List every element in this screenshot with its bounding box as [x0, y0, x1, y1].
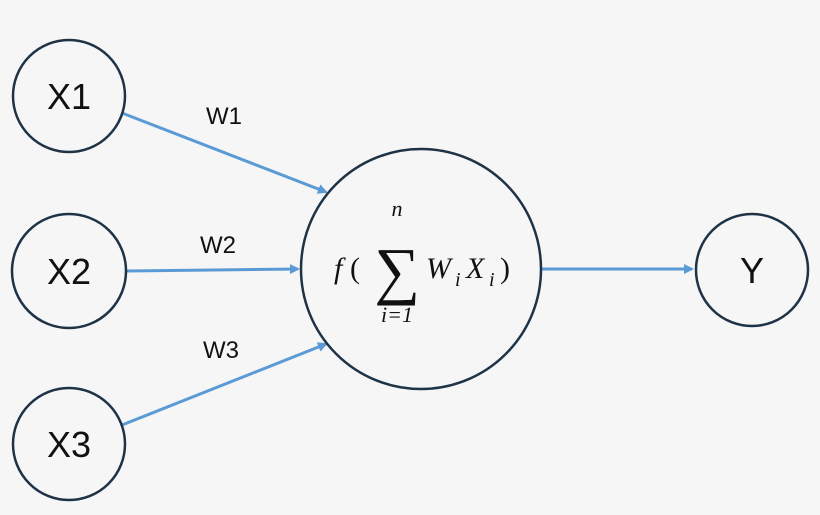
weight-label-w3: W3: [203, 337, 239, 364]
output-node-y-label: Y: [740, 250, 764, 291]
weight-label-w1: W1: [206, 103, 242, 130]
formula-weight-var: W: [426, 252, 454, 285]
weight-label-w2: W2: [200, 232, 236, 259]
input-node-x3: X3: [11, 386, 127, 502]
formula-open-paren: (: [350, 252, 360, 285]
input-node-x3-label: X3: [47, 424, 91, 465]
input-node-x2-label: X2: [47, 251, 91, 292]
formula-input-sub: i: [489, 269, 495, 291]
edge-x2-to-neuron: [126, 264, 300, 275]
neuron-node: f ( n ∑ i=1 W i X i ): [299, 147, 543, 391]
input-node-x1-label: X1: [47, 76, 91, 117]
formula-upper-limit: n: [392, 196, 403, 221]
formula-lower-limit: i=1: [381, 302, 413, 327]
formula-sum-symbol: ∑: [374, 235, 420, 306]
edge-x3-to-neuron: [121, 342, 328, 427]
input-node-x1: X1: [11, 38, 127, 154]
output-node-y: Y: [694, 212, 810, 328]
input-node-x2: X2: [10, 212, 128, 330]
formula-input-var: X: [465, 252, 486, 285]
edge-x1-to-neuron: [121, 111, 328, 194]
formula-close-paren: ): [500, 252, 510, 285]
formula-weight-sub: i: [455, 269, 461, 291]
